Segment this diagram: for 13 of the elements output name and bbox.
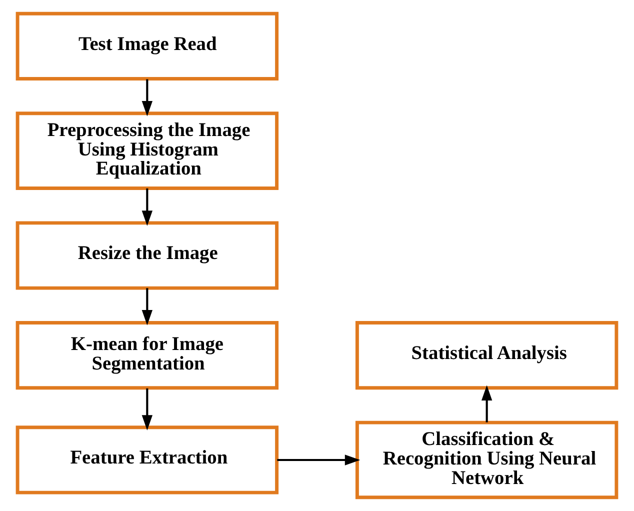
node-box: Classification & Recognition Using Neural Network <box>355 420 618 500</box>
node-box: Feature Extraction <box>16 426 279 494</box>
arrow <box>142 79 153 116</box>
node-box: Resize the Image <box>16 221 279 290</box>
node-box: Preprocessing the Image Using Histogram Equalization <box>16 112 279 190</box>
arrow <box>277 454 360 466</box>
arrow <box>142 388 153 430</box>
node-box: K-mean for Image Segmentation <box>16 321 279 390</box>
arrow <box>481 385 492 422</box>
arrow <box>142 288 153 326</box>
arrow <box>142 188 153 226</box>
node-box: Test Image Read <box>16 12 279 80</box>
node-box: Statistical Analysis <box>355 321 618 390</box>
